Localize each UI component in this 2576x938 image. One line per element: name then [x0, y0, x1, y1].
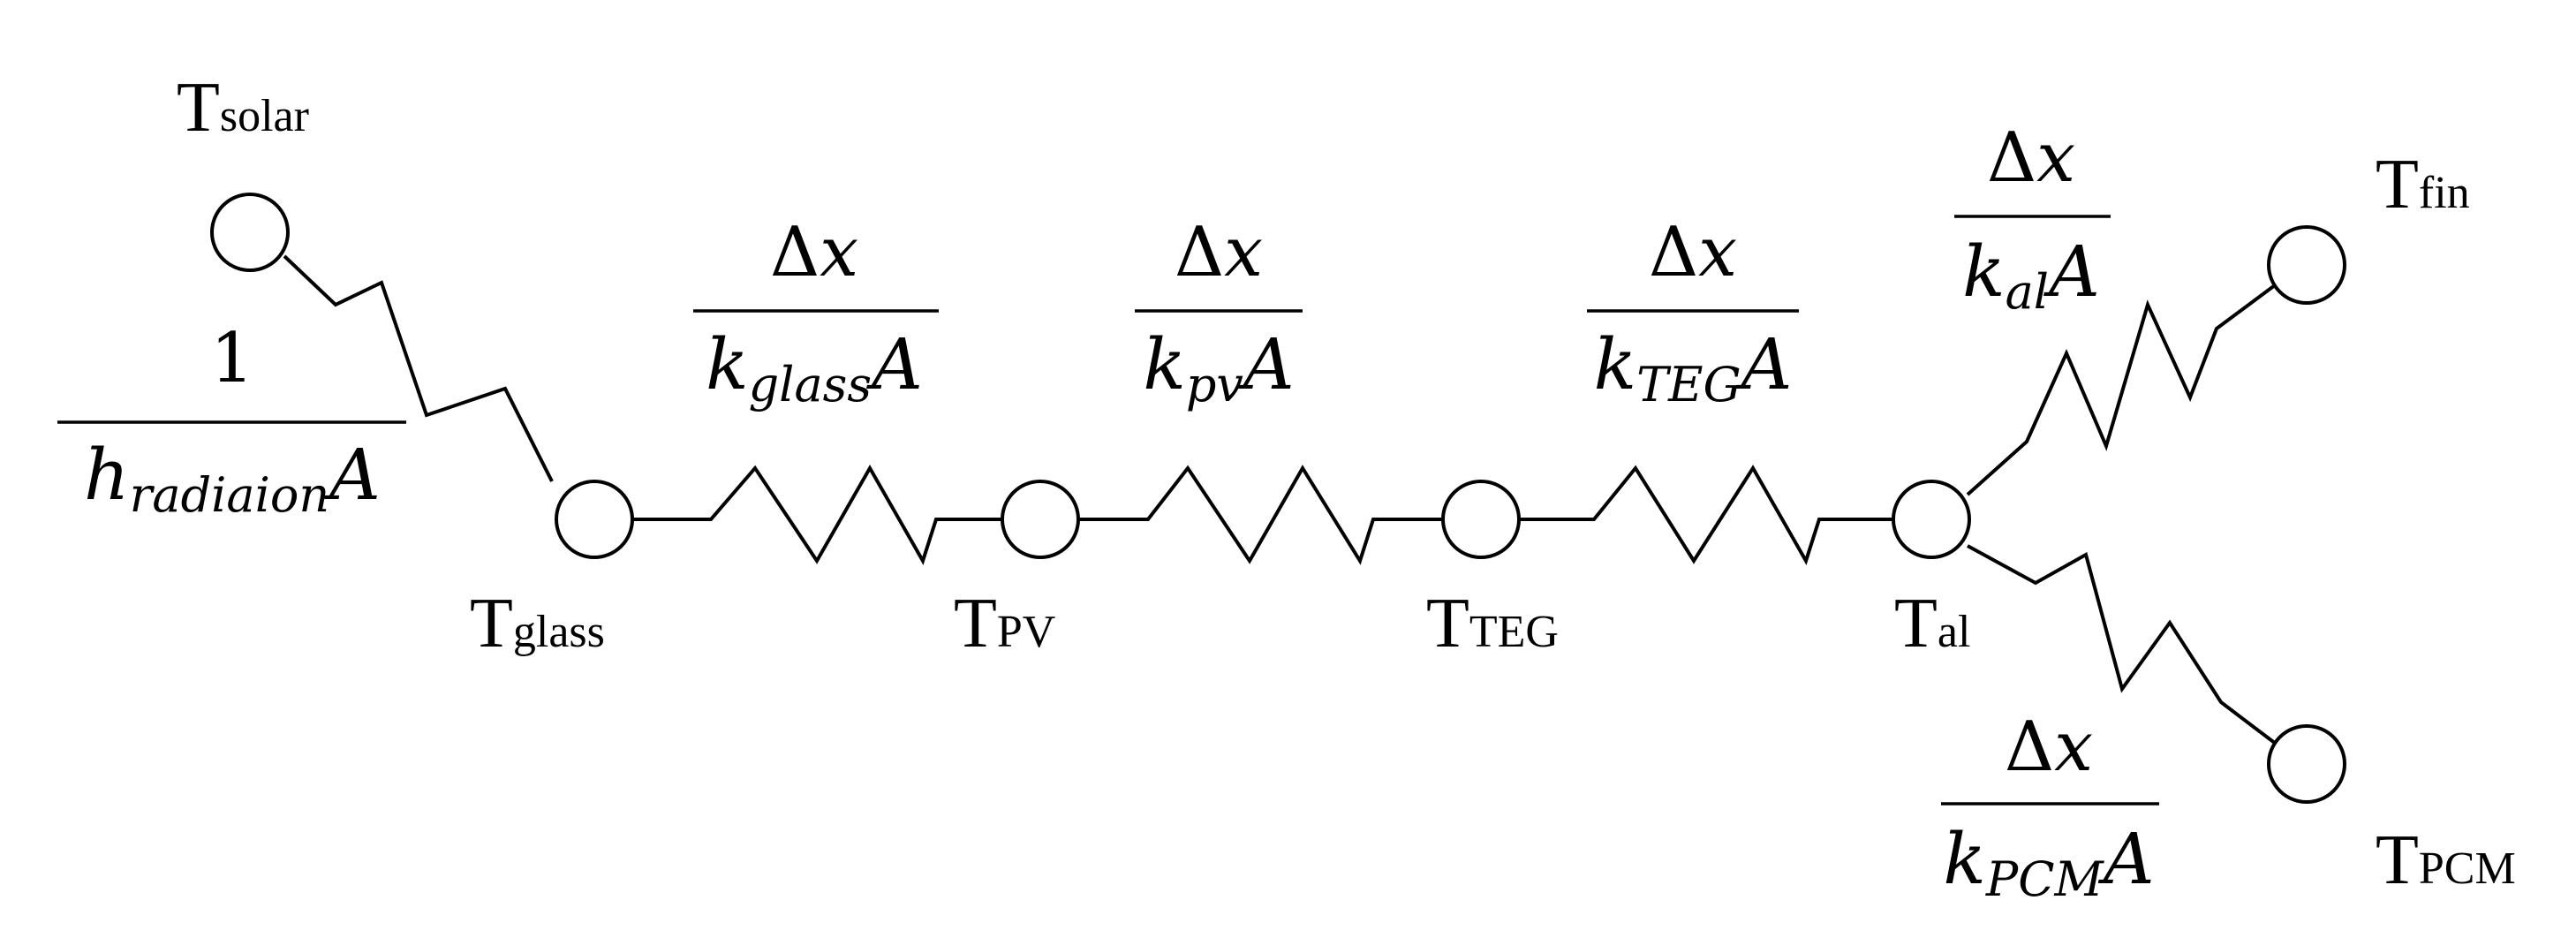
fraction-glass-denominator: kglassA	[706, 323, 923, 412]
label-t-al: Tal	[1894, 585, 1970, 662]
label-t-glass: Tglass	[470, 585, 605, 662]
node-fin	[2267, 225, 2346, 305]
node-al	[1892, 480, 1971, 559]
resistor-radiation	[283, 254, 554, 482]
fraction-pcm: Δx kPCMA	[1941, 707, 2159, 907]
fraction-teg-denominator: kTEGA	[1594, 323, 1793, 412]
node-teg	[1441, 480, 1521, 559]
resistor-al	[1966, 281, 2280, 496]
resistor-teg	[1519, 465, 1894, 565]
fraction-teg-numerator: Δx	[1649, 213, 1737, 292]
node-pcm	[2267, 724, 2346, 804]
fraction-radiation-denominator: hradiaionA	[84, 434, 381, 523]
fraction-teg: Δx kTEGA	[1587, 213, 1799, 412]
fraction-al-denominator: kalA	[1962, 231, 2100, 320]
label-t-teg: TTEG	[1426, 585, 1559, 662]
resistor-pv	[1077, 465, 1441, 565]
fraction-al: Δx kalA	[1954, 118, 2111, 320]
fraction-pv-denominator: kpvA	[1143, 323, 1294, 412]
fraction-pv: Δx kpvA	[1135, 213, 1303, 412]
fraction-glass-numerator: Δx	[770, 213, 858, 292]
fraction-glass: Δx kglassA	[693, 213, 939, 412]
node-glass	[555, 480, 634, 559]
node-pv	[1001, 480, 1080, 559]
fraction-pv-numerator: Δx	[1175, 213, 1263, 292]
label-t-solar: Tsolar	[177, 69, 309, 147]
fraction-pcm-denominator: kPCMA	[1943, 818, 2154, 907]
node-solar	[210, 193, 290, 272]
label-t-pcm: TPCM	[2376, 821, 2516, 899]
fraction-al-numerator: Δx	[1987, 118, 2075, 198]
fraction-radiation-numerator: 1	[210, 319, 254, 398]
resistor-pcm	[1967, 544, 2278, 745]
label-t-pv: TPV	[954, 585, 1055, 662]
fraction-pcm-numerator: Δx	[2005, 707, 2093, 787]
resistor-glass	[632, 464, 1003, 565]
label-t-fin: Tfin	[2376, 146, 2470, 223]
fraction-radiation: 1 hradiaionA	[57, 319, 406, 523]
